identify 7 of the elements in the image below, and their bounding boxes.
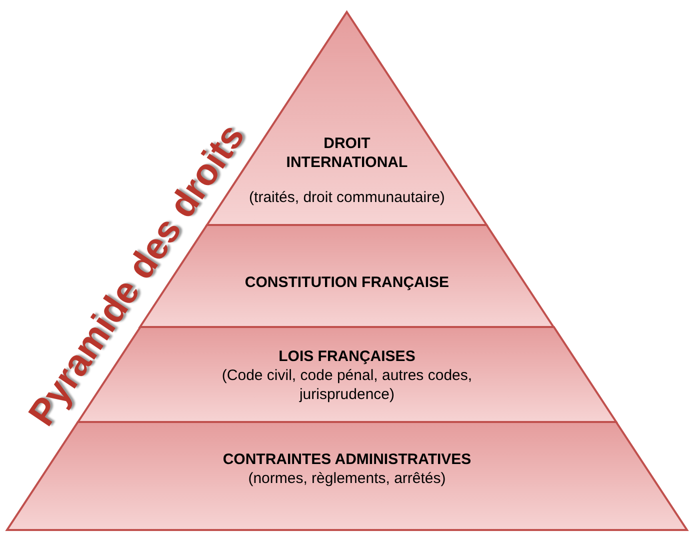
layer-heading: DROIT INTERNATIONAL [285,134,409,172]
layer-heading: CONTRAINTES ADMINISTRATIVES [222,450,472,469]
layer-description: (traités, droit communautaire) [248,188,446,207]
layer-heading: LOIS FRANÇAISES [278,347,416,366]
layer-description: (Code civil, code pénal, autres codes, jurisprudence) [220,366,474,404]
layer-heading: CONSTITUTION FRANÇAISE [244,273,450,292]
layer-description: (normes, règlements, arrêtés) [247,469,447,488]
